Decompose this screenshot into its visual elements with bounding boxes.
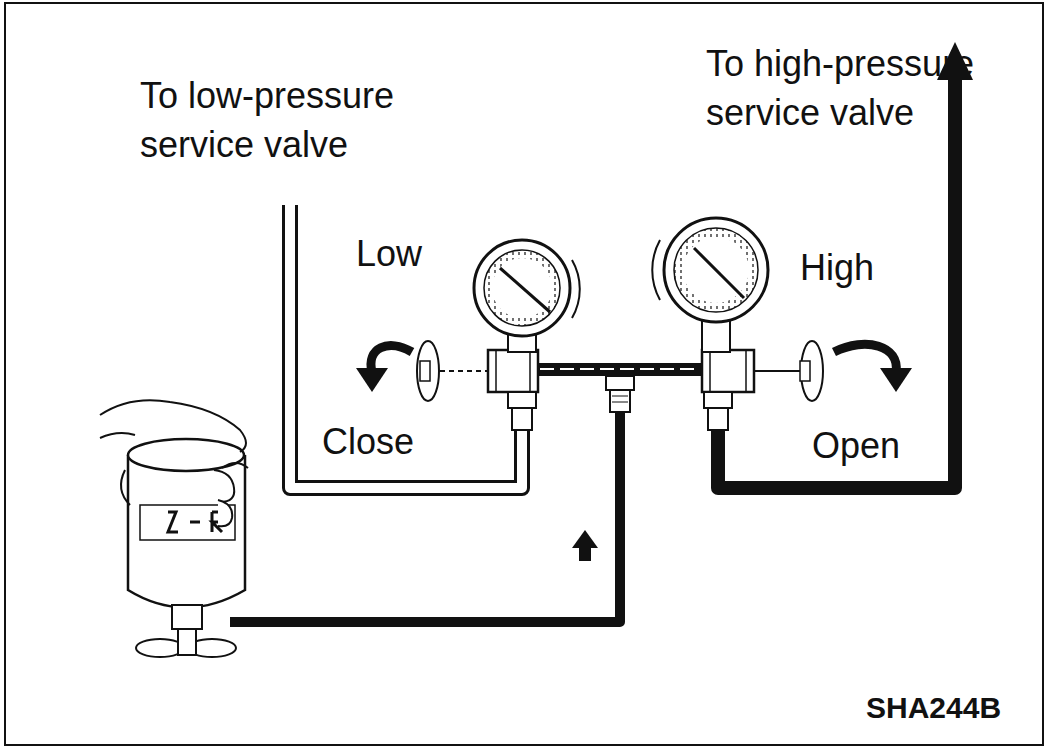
low-hose bbox=[290, 205, 522, 488]
part-label: Low bbox=[356, 232, 422, 275]
low-hose-outline bbox=[290, 205, 522, 488]
refrigerant-can bbox=[128, 439, 245, 657]
frame-border bbox=[5, 3, 1043, 745]
manifold-tube bbox=[535, 363, 705, 376]
high-valve-knob bbox=[801, 341, 823, 401]
part-label: High bbox=[800, 246, 874, 289]
hand bbox=[100, 400, 248, 526]
hose-destination-label: To low-pressure service valve bbox=[140, 72, 460, 169]
low-valve-knob bbox=[417, 341, 439, 401]
figure-code: SHA244B bbox=[866, 690, 1001, 726]
part-label: Close bbox=[322, 420, 414, 463]
low-fitting bbox=[512, 408, 532, 430]
high-fitting bbox=[704, 392, 732, 408]
centre-fitting bbox=[606, 376, 634, 390]
open-arrow-head bbox=[880, 368, 912, 392]
part-label: Open bbox=[812, 424, 900, 467]
flow-arrow-up bbox=[572, 530, 598, 548]
high-valve-body bbox=[702, 350, 754, 392]
high-fitting bbox=[708, 408, 728, 430]
high-gauge bbox=[664, 218, 768, 322]
low-valve-stem bbox=[440, 370, 488, 372]
charge-hose bbox=[230, 410, 620, 622]
high-valve-stem bbox=[754, 370, 800, 372]
low-fitting bbox=[508, 392, 536, 408]
manifold-highlight bbox=[540, 368, 700, 370]
centre-fitting bbox=[610, 390, 630, 412]
open-arrow bbox=[834, 344, 896, 372]
flow-arrow-tail bbox=[579, 547, 591, 561]
hose-destination-label: To high-pressure service valve bbox=[706, 40, 1036, 137]
low-gauge bbox=[474, 240, 570, 336]
gauge-needle bbox=[694, 248, 744, 298]
low-valve-body bbox=[488, 350, 538, 392]
close-arrow-head bbox=[356, 368, 388, 392]
gauge-needle bbox=[500, 268, 550, 312]
